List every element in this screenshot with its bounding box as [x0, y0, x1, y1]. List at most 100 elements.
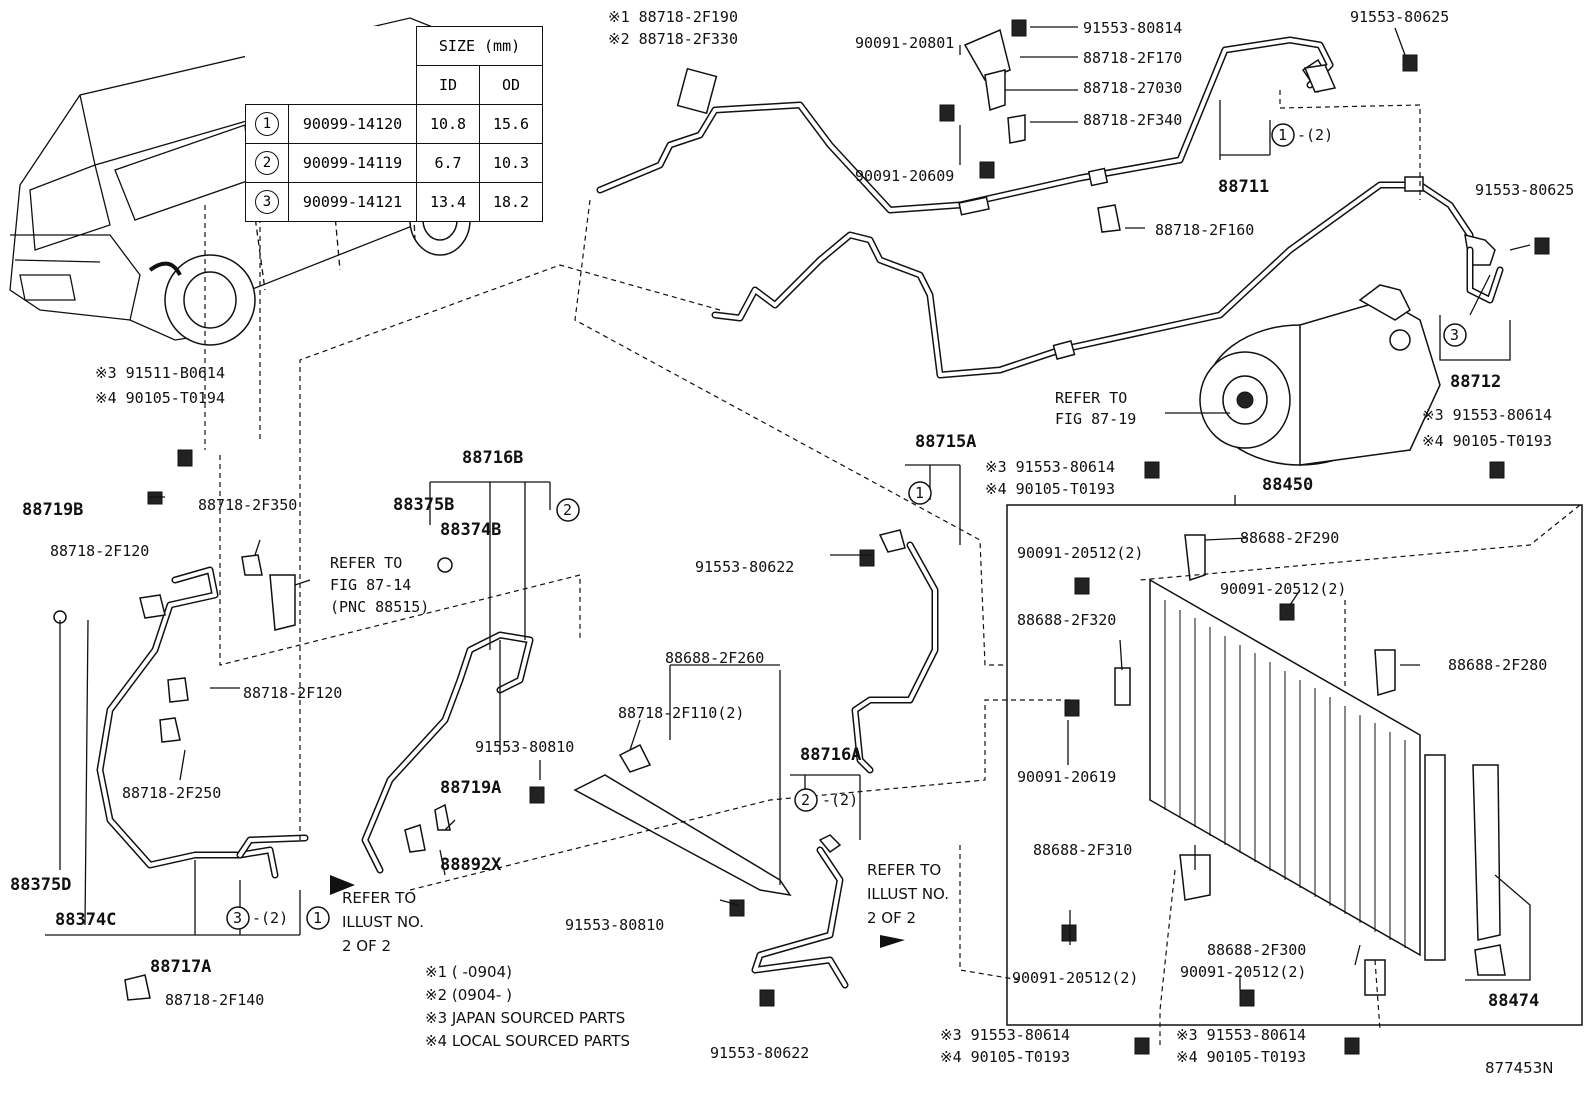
marker-3: 3 — [1450, 326, 1459, 344]
marker-1: 1 — [1278, 126, 1287, 144]
col-id-header: ID — [416, 65, 480, 105]
label: ※3 91553-80614 — [1422, 406, 1552, 424]
label: 2 OF 2 — [867, 909, 916, 927]
label: 88719B — [22, 500, 83, 520]
label: 88718-2F350 — [198, 496, 297, 514]
label: 88374B — [440, 520, 501, 540]
compressor-88450 — [1199, 284, 1441, 466]
id-cell: 10.8 — [416, 104, 480, 144]
od-cell: 18.2 — [479, 182, 543, 222]
label: 88718-2F250 — [122, 784, 221, 802]
label: ※3 91553-80614 — [940, 1026, 1070, 1044]
flow-arrows — [330, 875, 905, 948]
label: REFER TO — [867, 861, 941, 879]
label: ※2 88718-2F330 — [608, 30, 738, 48]
label: 88716A — [800, 745, 861, 765]
label: ※3 91511-B0614 — [95, 364, 225, 382]
label: REFER TO — [342, 889, 416, 907]
footnotes: ※1 ( -0904) ※2 (0904- ) ※3 JAPAN SOURCED… — [425, 963, 630, 1050]
pipe-88717A — [96, 566, 309, 879]
label: 90091-20609 — [855, 167, 954, 185]
size-table-title: SIZE (mm) — [416, 26, 543, 66]
label: 2 OF 2 — [342, 937, 391, 955]
od-cell: 15.6 — [479, 104, 543, 144]
marker-2: 2 — [801, 791, 810, 809]
id-cell: 13.4 — [416, 182, 480, 222]
label: FIG 87-19 — [1055, 410, 1136, 428]
marker-1: 1 — [915, 484, 924, 502]
label: 90091-20512(2) — [1180, 963, 1306, 981]
table-row: 1 90099-14120 10.8 15.6 — [245, 104, 543, 144]
label: 90091-20512(2) — [1017, 544, 1143, 562]
marker-3: 3 — [233, 909, 242, 927]
label: ILLUST NO. — [867, 885, 949, 903]
pipe-88716A — [751, 846, 849, 989]
label: 88717A — [150, 957, 211, 977]
label: 91553-80814 — [1083, 19, 1182, 37]
pipe-88716B — [361, 631, 534, 874]
label: -(2) — [1297, 126, 1333, 144]
label: (PNC 88515) — [330, 598, 429, 616]
label: 88688-2F290 — [1240, 529, 1339, 547]
label: 88688-2F280 — [1448, 656, 1547, 674]
label: ※1 88718-2F190 — [608, 8, 738, 26]
circle-markers: 1 3 2 1 2 3 1 — [226, 123, 1467, 930]
label: 88375D — [10, 875, 71, 895]
label: 88718-2F140 — [165, 991, 264, 1009]
od-cell: 10.3 — [479, 143, 543, 183]
pipe-88711 — [596, 36, 1334, 216]
label: 88892X — [440, 855, 502, 875]
id-cell: 6.7 — [416, 143, 480, 183]
condenser-assembly — [1006, 504, 1583, 1026]
label: ※3 91553-80614 — [1176, 1026, 1306, 1044]
label: 90091-20801 — [855, 34, 954, 52]
label: ※4 90105-T0193 — [985, 480, 1115, 498]
marker-1: 1 — [255, 112, 279, 136]
label: 88718-2F340 — [1083, 111, 1182, 129]
bolts — [147, 19, 1550, 1055]
label: 91553-80810 — [565, 916, 664, 934]
label: FIG 87-14 — [330, 576, 411, 594]
label: 90091-20512(2) — [1012, 969, 1138, 987]
table-row: 2 90099-14119 6.7 10.3 — [245, 143, 543, 183]
marker-1: 1 — [313, 909, 322, 927]
label: 91553-80622 — [710, 1044, 809, 1062]
leader-lines — [45, 26, 1531, 990]
label: ※4 90105-T0193 — [1176, 1048, 1306, 1066]
label: REFER TO — [330, 554, 402, 572]
label: 88688-2F310 — [1033, 841, 1132, 859]
label: ※4 90105-T0194 — [95, 389, 225, 407]
label: 88718-2F120 — [50, 542, 149, 560]
marker-2: 2 — [563, 501, 572, 519]
label: ※4 90105-T0193 — [940, 1048, 1070, 1066]
label: 88718-27030 — [1083, 79, 1182, 97]
table-row: 3 90099-14121 13.4 18.2 — [245, 182, 543, 222]
illustration-number: 877453N — [1485, 1059, 1553, 1077]
label: 88711 — [1218, 177, 1269, 197]
part-labels: ※1 88718-2F190 ※2 88718-2F330 90091-2080… — [10, 8, 1574, 1077]
label: ILLUST NO. — [342, 913, 424, 931]
label: 88715A — [915, 432, 976, 452]
label: 88718-2F160 — [1155, 221, 1254, 239]
label: 88375B — [393, 495, 454, 515]
label: 88718-2F110(2) — [618, 704, 744, 722]
label: 90091-20512(2) — [1220, 580, 1346, 598]
label: 88374C — [55, 910, 116, 930]
label: -(2) — [822, 791, 858, 809]
bracket-88688-2F260 — [573, 743, 792, 897]
label: 88474 — [1488, 991, 1539, 1011]
part-number-cell: 90099-14121 — [288, 182, 417, 222]
label: 88688-2F320 — [1017, 611, 1116, 629]
col-od-header: OD — [479, 65, 543, 105]
small-parts — [53, 28, 1337, 1001]
label: 88718-2F170 — [1083, 49, 1182, 67]
label: 90091-20619 — [1017, 768, 1116, 786]
label: -(2) — [252, 909, 288, 927]
label: 88718-2F120 — [243, 684, 342, 702]
label: 88450 — [1262, 475, 1313, 495]
footnote: ※1 ( -0904) — [425, 963, 512, 981]
label: 88716B — [462, 448, 523, 468]
marker-3: 3 — [255, 190, 279, 214]
